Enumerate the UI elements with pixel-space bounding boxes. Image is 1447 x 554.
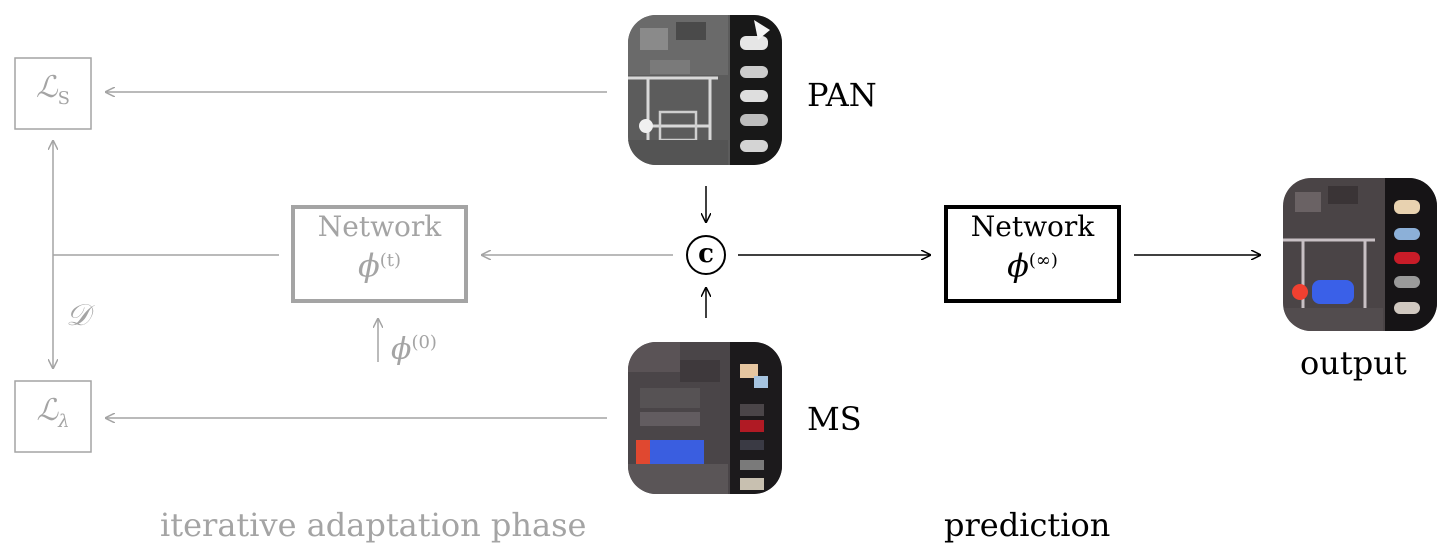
pan-image: [628, 15, 782, 165]
loss-s-box: [14, 57, 92, 130]
concat-node: [686, 235, 726, 275]
phase-pred-label: prediction: [944, 506, 1111, 544]
network-inf-box: [944, 205, 1121, 303]
output-image: [1283, 178, 1437, 331]
output-label: output: [1300, 344, 1407, 382]
network-inf-name: Network: [970, 210, 1095, 243]
loss-lambda-label: ℒλ: [36, 393, 70, 432]
network-inf-label: Network ϕ(∞): [946, 210, 1119, 284]
ms-image: [628, 342, 782, 494]
network-t-name: Network: [317, 210, 442, 243]
network-t-box: [291, 205, 468, 303]
ms-label: MS: [807, 400, 862, 438]
network-t-label: Network ϕ(t): [293, 210, 466, 284]
pan-label: PAN: [807, 76, 877, 114]
network-inf-phi: ϕ(∞): [1007, 246, 1058, 285]
d-label: 𝒟: [66, 298, 90, 333]
phase-adapt-label: iterative adaptation phase: [160, 506, 587, 544]
loss-lambda-box: [14, 380, 92, 453]
concat-symbol: c: [698, 239, 714, 269]
network-t-phi: ϕ(t): [357, 246, 402, 285]
init-phi-label: ϕ(0): [391, 332, 437, 367]
loss-s-label: ℒS: [36, 70, 70, 109]
